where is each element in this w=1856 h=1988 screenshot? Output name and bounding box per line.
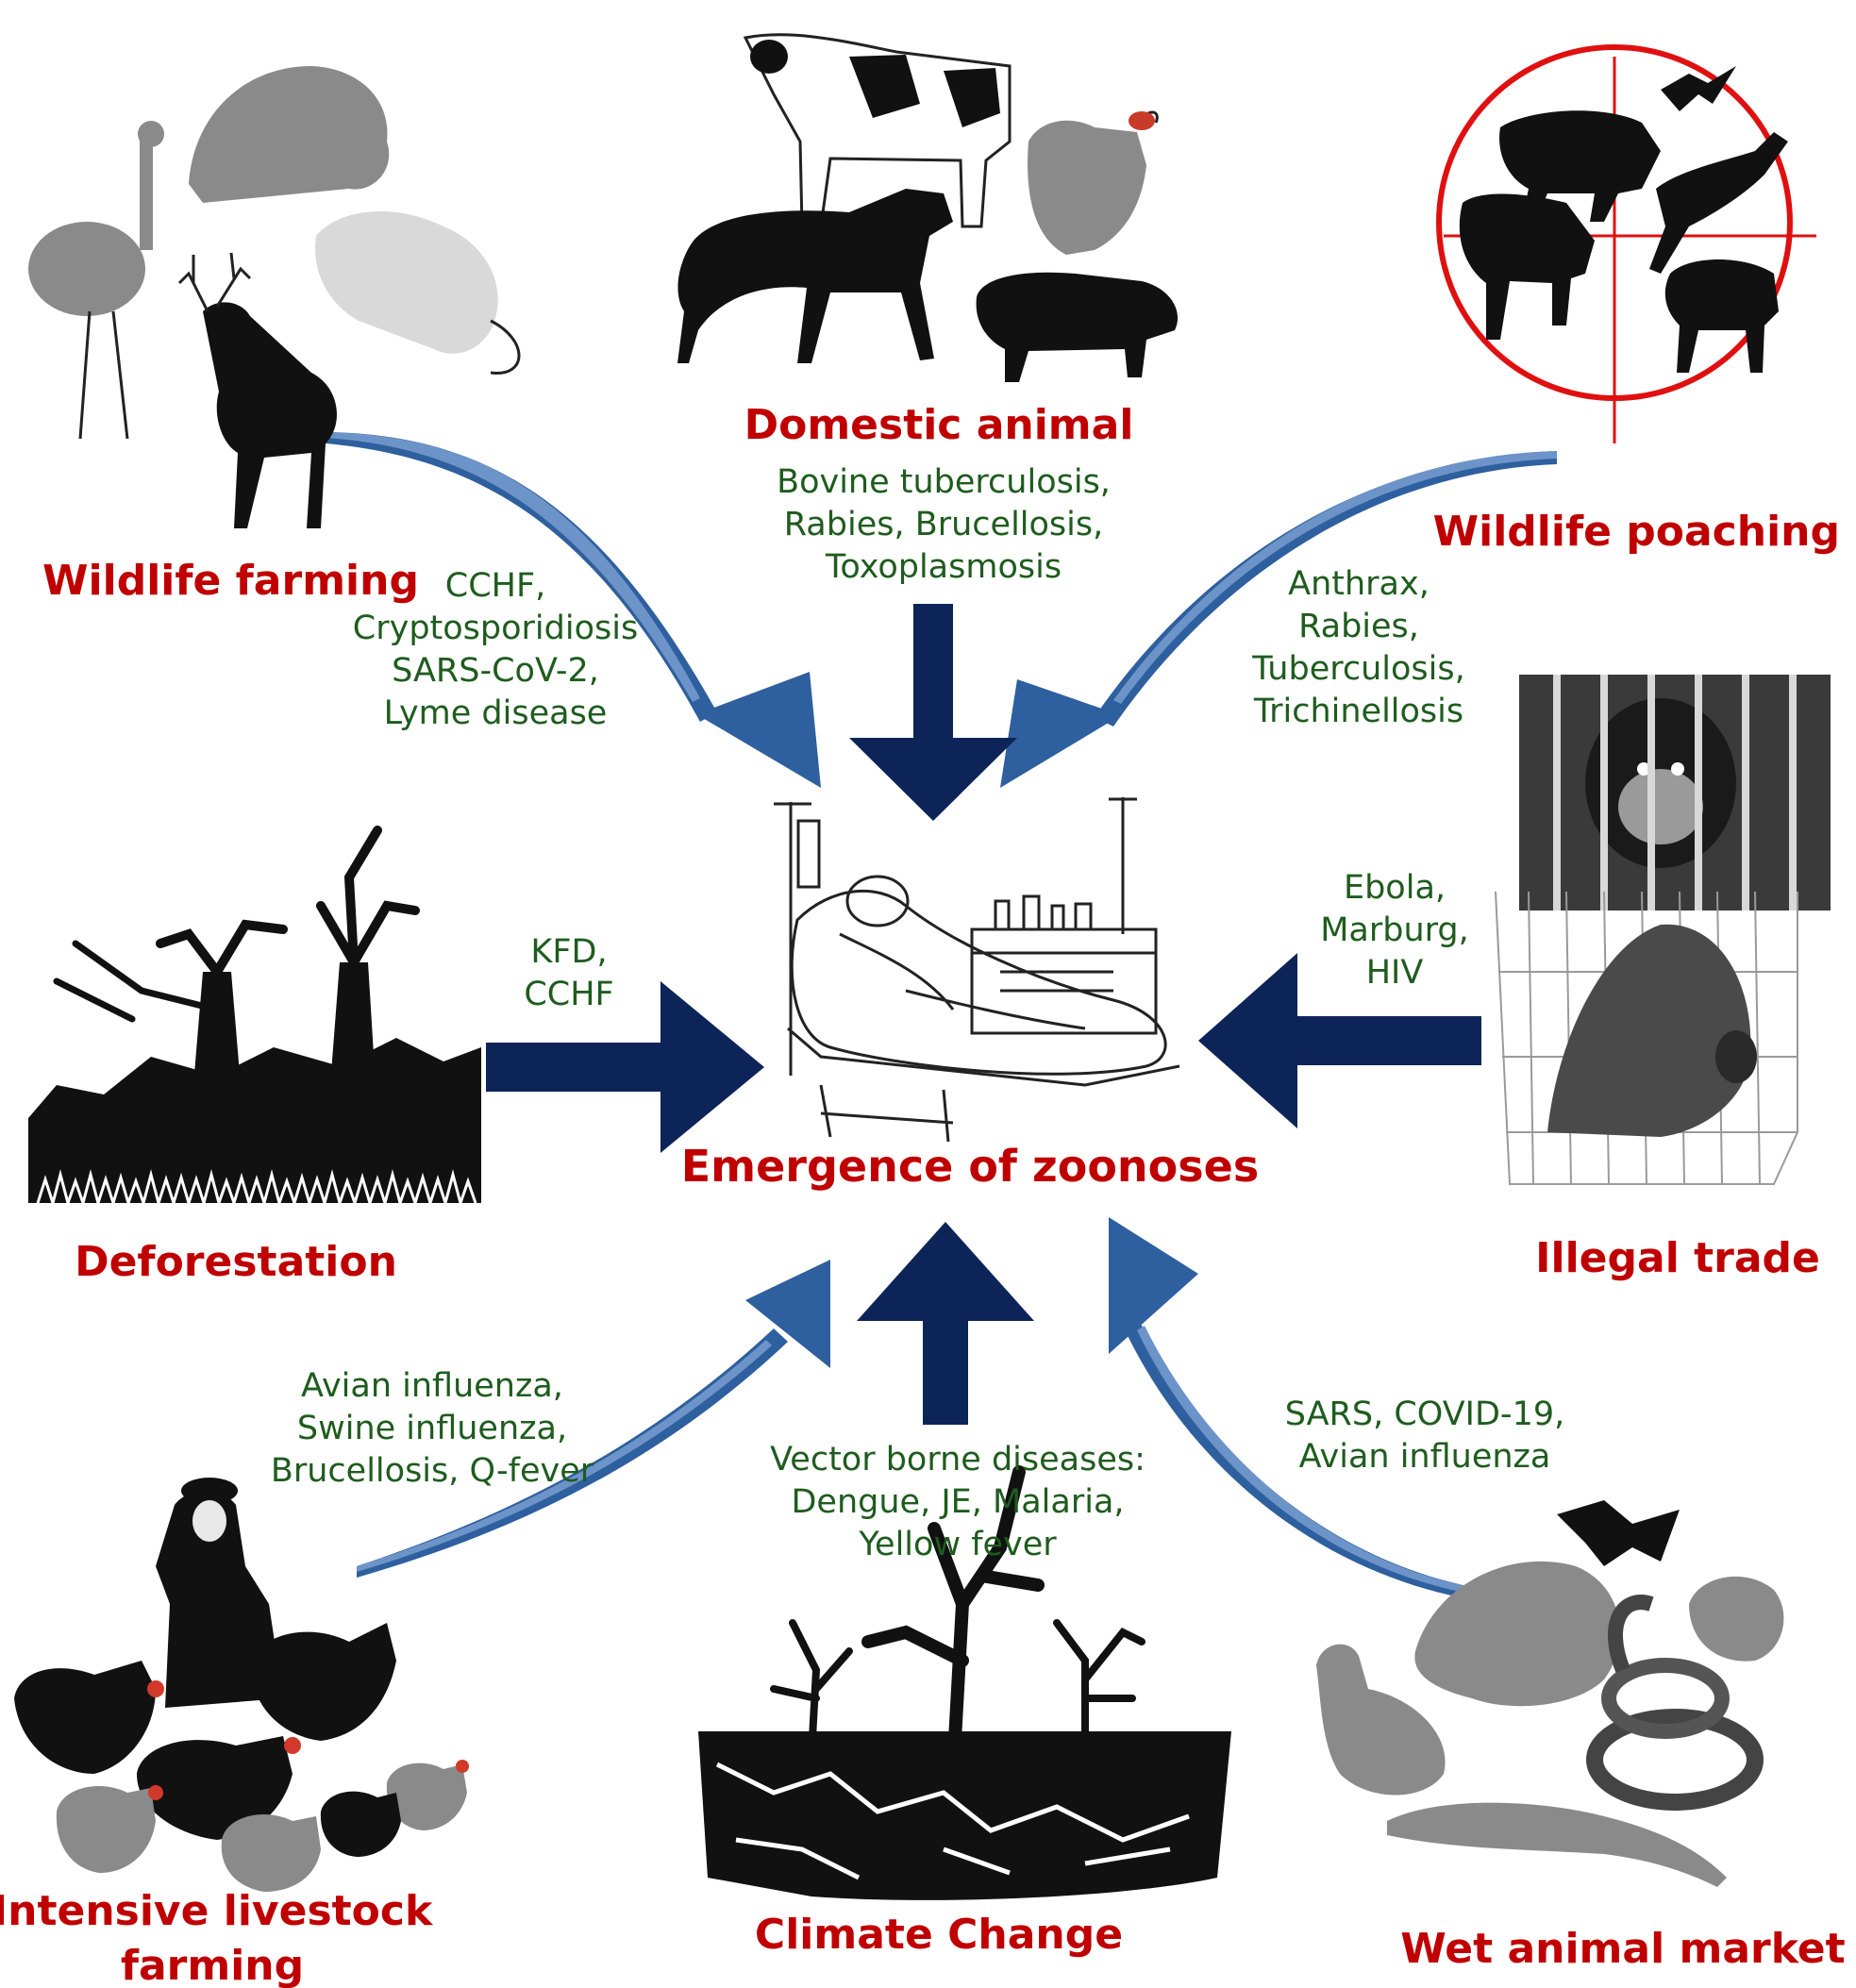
disease-item: Yellow fever: [858, 1526, 1057, 1563]
label-deforestation: Deforestation: [75, 1238, 397, 1286]
diseases-domestic-animal: Bovine tuberculosis, Rabies, Brucellosis…: [777, 463, 1111, 586]
diseases-wet-market: SARS, COVID-19, Avian influenza: [1285, 1395, 1564, 1476]
label-wildlife-farming: Wildlife farming: [42, 557, 419, 605]
climate-change-illustration: [698, 1465, 1231, 1900]
arrow-climate-change: [857, 1222, 1034, 1425]
domestic-animal-illustration: [677, 33, 1179, 382]
disease-item: Swine influenza,: [297, 1410, 567, 1447]
disease-item: Toxoplasmosis: [825, 548, 1062, 586]
arrow-wet-market: [1109, 1217, 1486, 1602]
disease-item: Marburg,: [1320, 911, 1469, 949]
diseases-wildlife-poaching: Anthrax, Rabies, Tuberculosis, Trichinel…: [1251, 565, 1465, 730]
disease-item: Trichinellosis: [1253, 693, 1463, 730]
disease-item: Avian influenza: [1299, 1438, 1551, 1476]
arrows: [326, 432, 1557, 1602]
illegal-trade-illustration: [1495, 675, 1831, 1185]
diseases-deforestation: KFD, CCHF: [524, 933, 613, 1013]
hospital-patient-bed-illustration: [774, 797, 1180, 1143]
label-wet-animal-market: Wet animal market: [1400, 1925, 1845, 1973]
wet-market-illustration: [1316, 1500, 1784, 1887]
diseases-climate-change: Vector borne diseases: Dengue, JE, Malar…: [770, 1441, 1145, 1563]
center-label: Emergence of zoonoses: [681, 1141, 1260, 1192]
disease-item: Dengue, JE, Malaria,: [791, 1483, 1124, 1521]
disease-item: Rabies, Brucellosis,: [784, 506, 1104, 543]
labels: Emergence of zoonoses Wildlife farming D…: [0, 401, 1846, 1988]
label-intensive-livestock-line1: Intensive livestock: [0, 1887, 434, 1935]
diseases-wildlife-farming: CCHF, Cryptosporidiosis SARS-CoV-2, Lyme…: [353, 567, 638, 732]
disease-item: HIV: [1366, 954, 1424, 992]
disease-item: Lyme disease: [384, 694, 608, 732]
arrow-domestic-animal: [849, 604, 1017, 821]
disease-item: KFD,: [530, 933, 607, 971]
disease-item: Anthrax,: [1288, 565, 1430, 603]
disease-item: Tuberculosis,: [1251, 650, 1465, 688]
disease-item: Bovine tuberculosis,: [777, 463, 1111, 501]
disease-item: Avian influenza,: [301, 1367, 563, 1405]
label-wildlife-poaching: Wildlife poaching: [1433, 508, 1840, 556]
arrow-wildlife-farming: [326, 432, 821, 788]
label-domestic-animal: Domestic animal: [744, 401, 1134, 449]
disease-item: Ebola,: [1344, 869, 1446, 907]
intensive-livestock-illustration: [14, 1478, 469, 1892]
disease-item: SARS-CoV-2,: [392, 652, 599, 690]
deforestation-illustration: [28, 826, 481, 1209]
diseases-illegal-trade: Ebola, Marburg, HIV: [1320, 869, 1469, 992]
arrow-wildlife-poaching: [1000, 451, 1557, 788]
arrow-intensive-livestock: [357, 1260, 830, 1578]
label-illegal-trade: Illegal trade: [1535, 1234, 1820, 1282]
disease-item: SARS, COVID-19,: [1285, 1395, 1564, 1433]
arrow-deforestation: [486, 981, 764, 1153]
disease-item: Cryptosporidiosis: [353, 610, 638, 647]
arrow-illegal-trade: [1198, 953, 1481, 1128]
disease-item: CCHF: [524, 976, 613, 1013]
wildlife-farming-illustration: [28, 66, 521, 528]
disease-item: Vector borne diseases:: [770, 1441, 1145, 1478]
diseases-intensive-livestock: Avian influenza, Swine influenza, Brucel…: [271, 1367, 594, 1490]
disease-item: Brucellosis, Q-fever: [271, 1452, 594, 1490]
disease-item: CCHF,: [445, 567, 545, 605]
label-climate-change: Climate Change: [755, 1911, 1123, 1959]
wildlife-poaching-illustration: [1436, 44, 1816, 443]
label-intensive-livestock-line2: farming: [121, 1942, 304, 1988]
disease-item: Rabies,: [1298, 608, 1419, 645]
